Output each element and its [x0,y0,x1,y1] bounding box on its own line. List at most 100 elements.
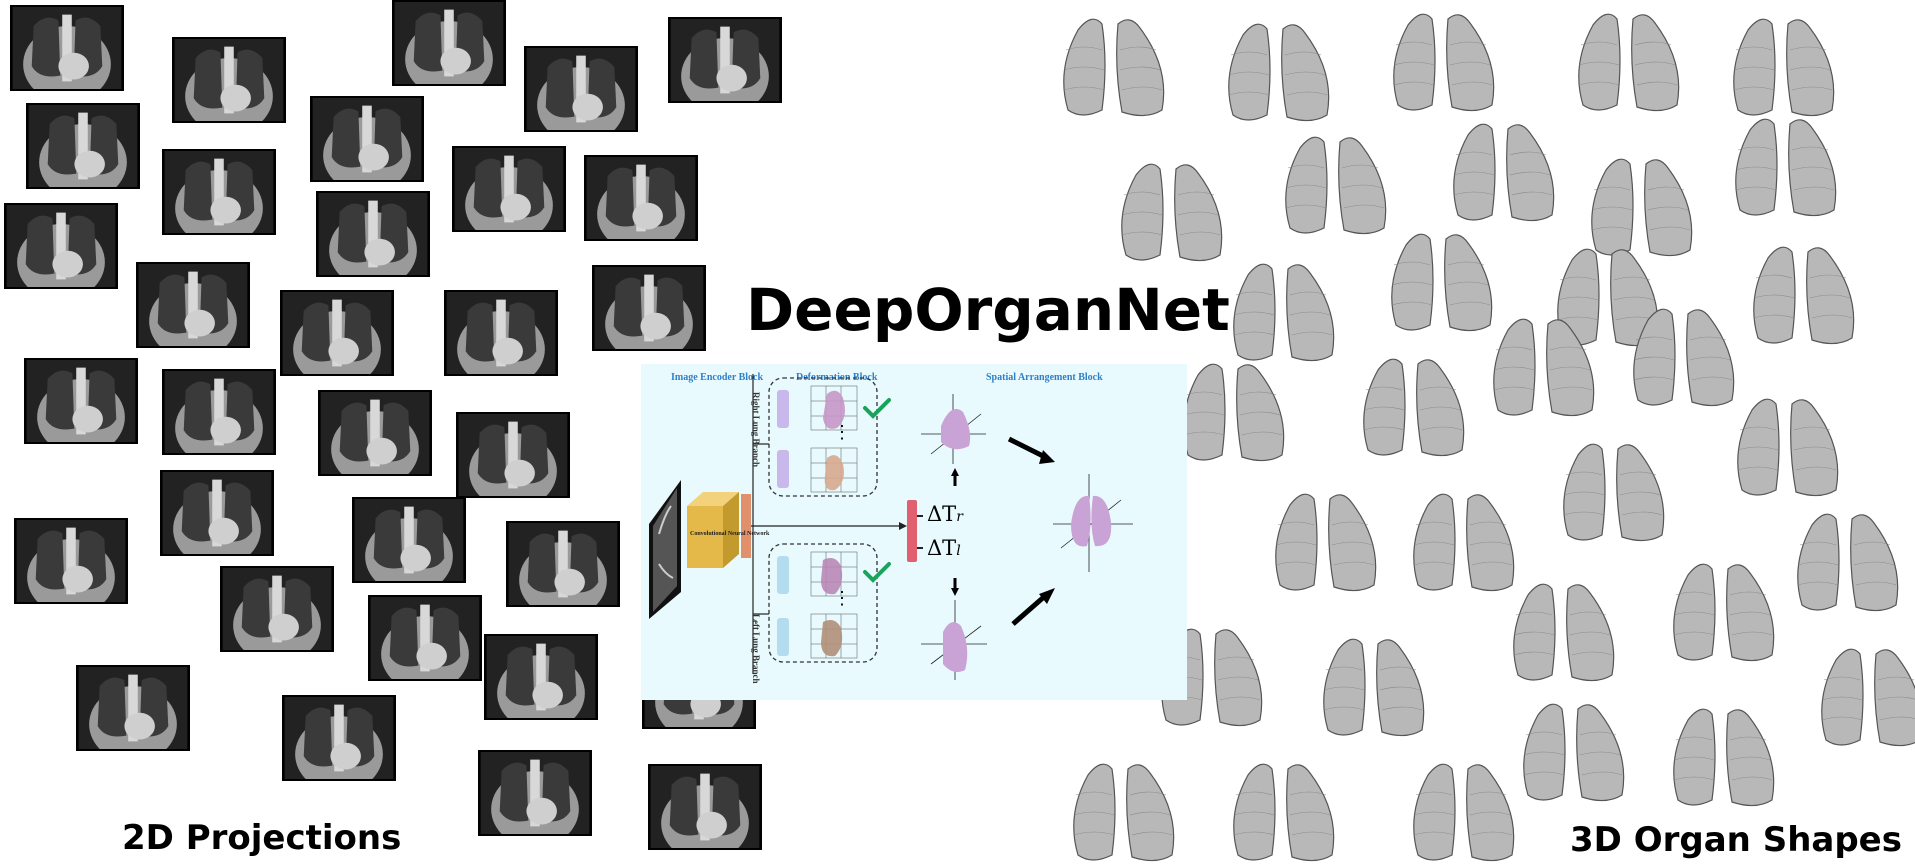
xray-thumbnail [4,203,118,289]
lung-icon [1363,358,1465,457]
xray-thumbnail [316,191,430,277]
ellipsis-left: ⋮ [833,588,851,609]
chest-xray-icon [312,98,422,180]
lung-icon [1413,763,1515,862]
xray-thumbnail [318,390,432,476]
lung-mesh [1724,390,1854,500]
image-encoder-block-title: Image Encoder Block [671,372,764,383]
xray-thumbnail [444,290,558,376]
ellipsis-right: ⋮ [833,422,851,443]
xray-thumbnail [162,149,276,235]
lung-icon [1073,763,1175,862]
lung-icon [1523,703,1625,802]
xray-thumbnail [648,764,762,850]
right-branch-label: Right Lung Branch [751,392,761,468]
lung-mesh [1272,128,1402,238]
lung-mesh [1380,5,1510,115]
lung-icon [1063,18,1165,117]
lung-mesh [1500,575,1630,685]
lung-mesh [1350,350,1480,460]
chest-xray-icon [508,523,618,605]
delta-t-right: ΔTr [927,502,963,526]
lung-icon [1121,163,1223,262]
xray-thumbnail [76,665,190,751]
lung-mesh [1784,505,1914,615]
lung-icon [1391,233,1493,332]
xray-thumbnail [10,5,124,91]
translation-block [907,500,917,562]
input-xray-icon [649,480,681,619]
xray-thumbnail [220,566,334,652]
lung-mesh [1060,755,1190,865]
feature-vector-icon [741,494,751,558]
lung-mesh [1170,355,1300,465]
xray-thumbnail [452,146,566,232]
lung-mesh [1310,630,1440,740]
lung-mesh [1400,755,1530,865]
architecture-graphics [649,374,1133,680]
chest-xray-icon [370,597,480,679]
spatial-arrangement-block-title: Spatial Arrangement Block [986,372,1103,383]
left-branch-label: Left Lung Branch [751,614,761,684]
check-icon-left [863,562,891,583]
xray-thumbnail [478,750,592,836]
chest-xray-icon [318,193,428,275]
xray-thumbnail [14,518,128,604]
chest-xray-icon [454,148,564,230]
xray-thumbnail [136,262,250,348]
xray-thumbnail [26,103,140,189]
chest-xray-icon [394,2,504,84]
xray-thumbnail [160,470,274,556]
lung-icon [1578,13,1680,112]
lung-mesh [1720,10,1850,120]
lung-mesh [1660,700,1790,810]
lung-mesh [1050,10,1180,120]
combined-lungs-icon [1053,474,1133,572]
chest-xray-icon [138,264,248,346]
lung-icon [1737,398,1839,497]
chest-xray-icon [78,667,188,749]
lung-icon [1228,23,1330,122]
chest-xray-icon [650,766,760,848]
xray-thumbnail [392,0,506,86]
right-caption: 3D Organ Shapes [1570,820,1902,860]
lung-mesh [1578,150,1708,260]
lung-mesh [1480,310,1610,420]
lung-icon [1513,583,1615,682]
chest-xray-icon [446,292,556,374]
chest-xray-icon [282,292,392,374]
chest-xray-icon [670,19,780,101]
chest-xray-icon [354,499,464,581]
cnn-box-icon [687,492,739,568]
lung-mesh [1620,300,1750,410]
xray-thumbnail [592,265,706,351]
chest-xray-icon [586,157,696,239]
chest-xray-icon [26,360,136,442]
chest-xray-icon [222,568,332,650]
chest-xray-icon [16,520,126,602]
xray-thumbnail [584,155,698,241]
lung-mesh [1220,255,1350,365]
chest-xray-icon [174,39,284,121]
lung-icon [1493,318,1595,417]
xray-thumbnail [484,634,598,720]
lung-icon [1563,443,1665,542]
xray-thumbnail [668,17,782,103]
lung-mesh [1215,15,1345,125]
lung-icon [1735,118,1837,217]
xray-thumbnail [282,695,396,781]
chest-xray-icon [594,267,704,349]
chest-xray-icon [28,105,138,187]
lung-icon [1673,708,1775,807]
chest-xray-icon [480,752,590,834]
architecture-panel: Image Encoder Block Deformation Block Sp… [641,364,1187,700]
lung-mesh [1108,155,1238,265]
chest-xray-icon [458,414,568,496]
cnn-label: Convolutional Neural Network [690,531,770,537]
xray-thumbnail [368,595,482,681]
lung-icon [1753,246,1855,345]
xray-thumbnail [524,46,638,132]
lung-mesh [1565,5,1695,115]
xray-thumbnail [172,37,286,123]
lung-mesh [1660,555,1790,665]
